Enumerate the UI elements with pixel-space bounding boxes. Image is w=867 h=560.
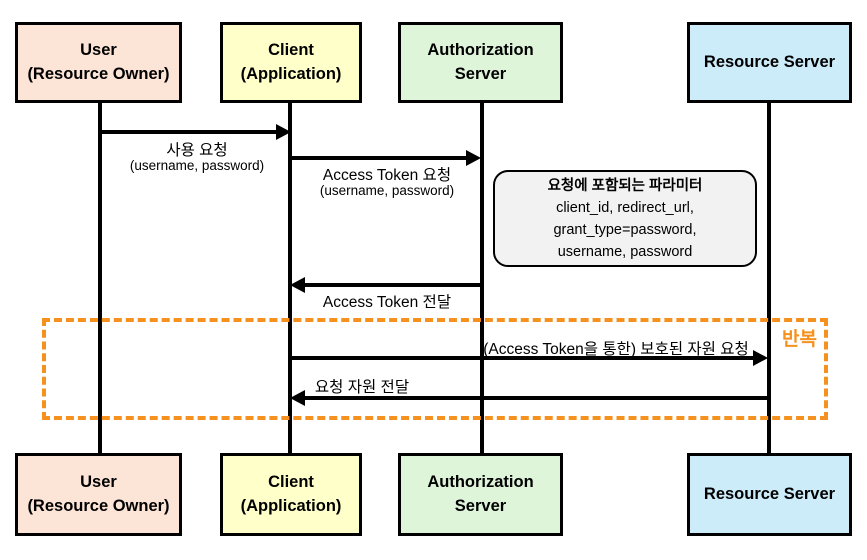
arrow-line-resource-delivery: [302, 396, 767, 400]
actor-user-sublabel: (Resource Owner): [27, 64, 170, 83]
actor-client-label: Client: [268, 472, 314, 491]
repeat-loop-box: [42, 318, 828, 420]
lifeline-resource-server: [767, 103, 771, 453]
arrow-line-protected-resource-request: [290, 356, 754, 360]
message-use-request-params: (username, password): [129, 158, 265, 173]
actor-auth-server-bottom: Authorization Server: [398, 453, 563, 536]
actor-resource-server-top: Resource Server: [687, 22, 852, 103]
arrowhead-left-icon: [290, 277, 305, 293]
actor-client-top: Client (Application): [220, 22, 362, 103]
message-protected-resource-request: (Access Token을 통한) 보호된 자원 요청: [483, 341, 749, 358]
actor-client-sublabel: (Application): [240, 496, 342, 515]
actor-auth-server-label: Authorization Server: [427, 40, 534, 83]
note-line: client_id, redirect_url,: [556, 199, 694, 216]
actor-client-bottom: Client (Application): [220, 453, 362, 536]
actor-auth-server-top: Authorization Server: [398, 22, 563, 103]
actor-client-label: Client: [268, 40, 314, 59]
arrow-line-use-request: [100, 130, 280, 134]
actor-user-top: User (Resource Owner): [15, 22, 182, 103]
actor-user-label: User: [80, 472, 117, 491]
note-line: username, password: [557, 243, 693, 260]
message-token-delivery: Access Token 전달: [322, 294, 452, 311]
actor-auth-server-label: Authorization Server: [427, 472, 534, 515]
actor-user-label: User: [80, 40, 117, 59]
message-token-request-params: (username, password): [319, 183, 455, 198]
arrow-line-token-delivery: [302, 283, 482, 287]
arrowhead-right-icon: [276, 124, 291, 140]
actor-resource-server-bottom: Resource Server: [687, 453, 852, 536]
actor-user-bottom: User (Resource Owner): [15, 453, 182, 536]
actor-resource-server-label: Resource Server: [703, 484, 836, 503]
lifeline-auth-server: [480, 103, 484, 453]
actor-resource-server-label: Resource Server: [703, 52, 836, 71]
arrowhead-left-icon: [290, 390, 305, 406]
message-resource-delivery: 요청 자원 전달: [314, 379, 410, 396]
lifeline-user: [98, 103, 102, 453]
actor-client-sublabel: (Application): [240, 64, 342, 83]
note-line: grant_type=password,: [553, 221, 697, 238]
arrowhead-right-icon: [753, 350, 768, 366]
actor-user-sublabel: (Resource Owner): [27, 496, 170, 515]
arrow-line-token-request: [290, 156, 470, 160]
message-token-request: Access Token 요청: [322, 167, 452, 184]
note-title: 요청에 포함되는 파라미터: [547, 177, 703, 194]
arrowhead-right-icon: [466, 150, 481, 166]
note-request-parameters: 요청에 포함되는 파라미터 client_id, redirect_url, g…: [493, 170, 757, 267]
repeat-loop-label: 반복: [782, 329, 817, 350]
message-use-request: 사용 요청: [166, 142, 228, 159]
